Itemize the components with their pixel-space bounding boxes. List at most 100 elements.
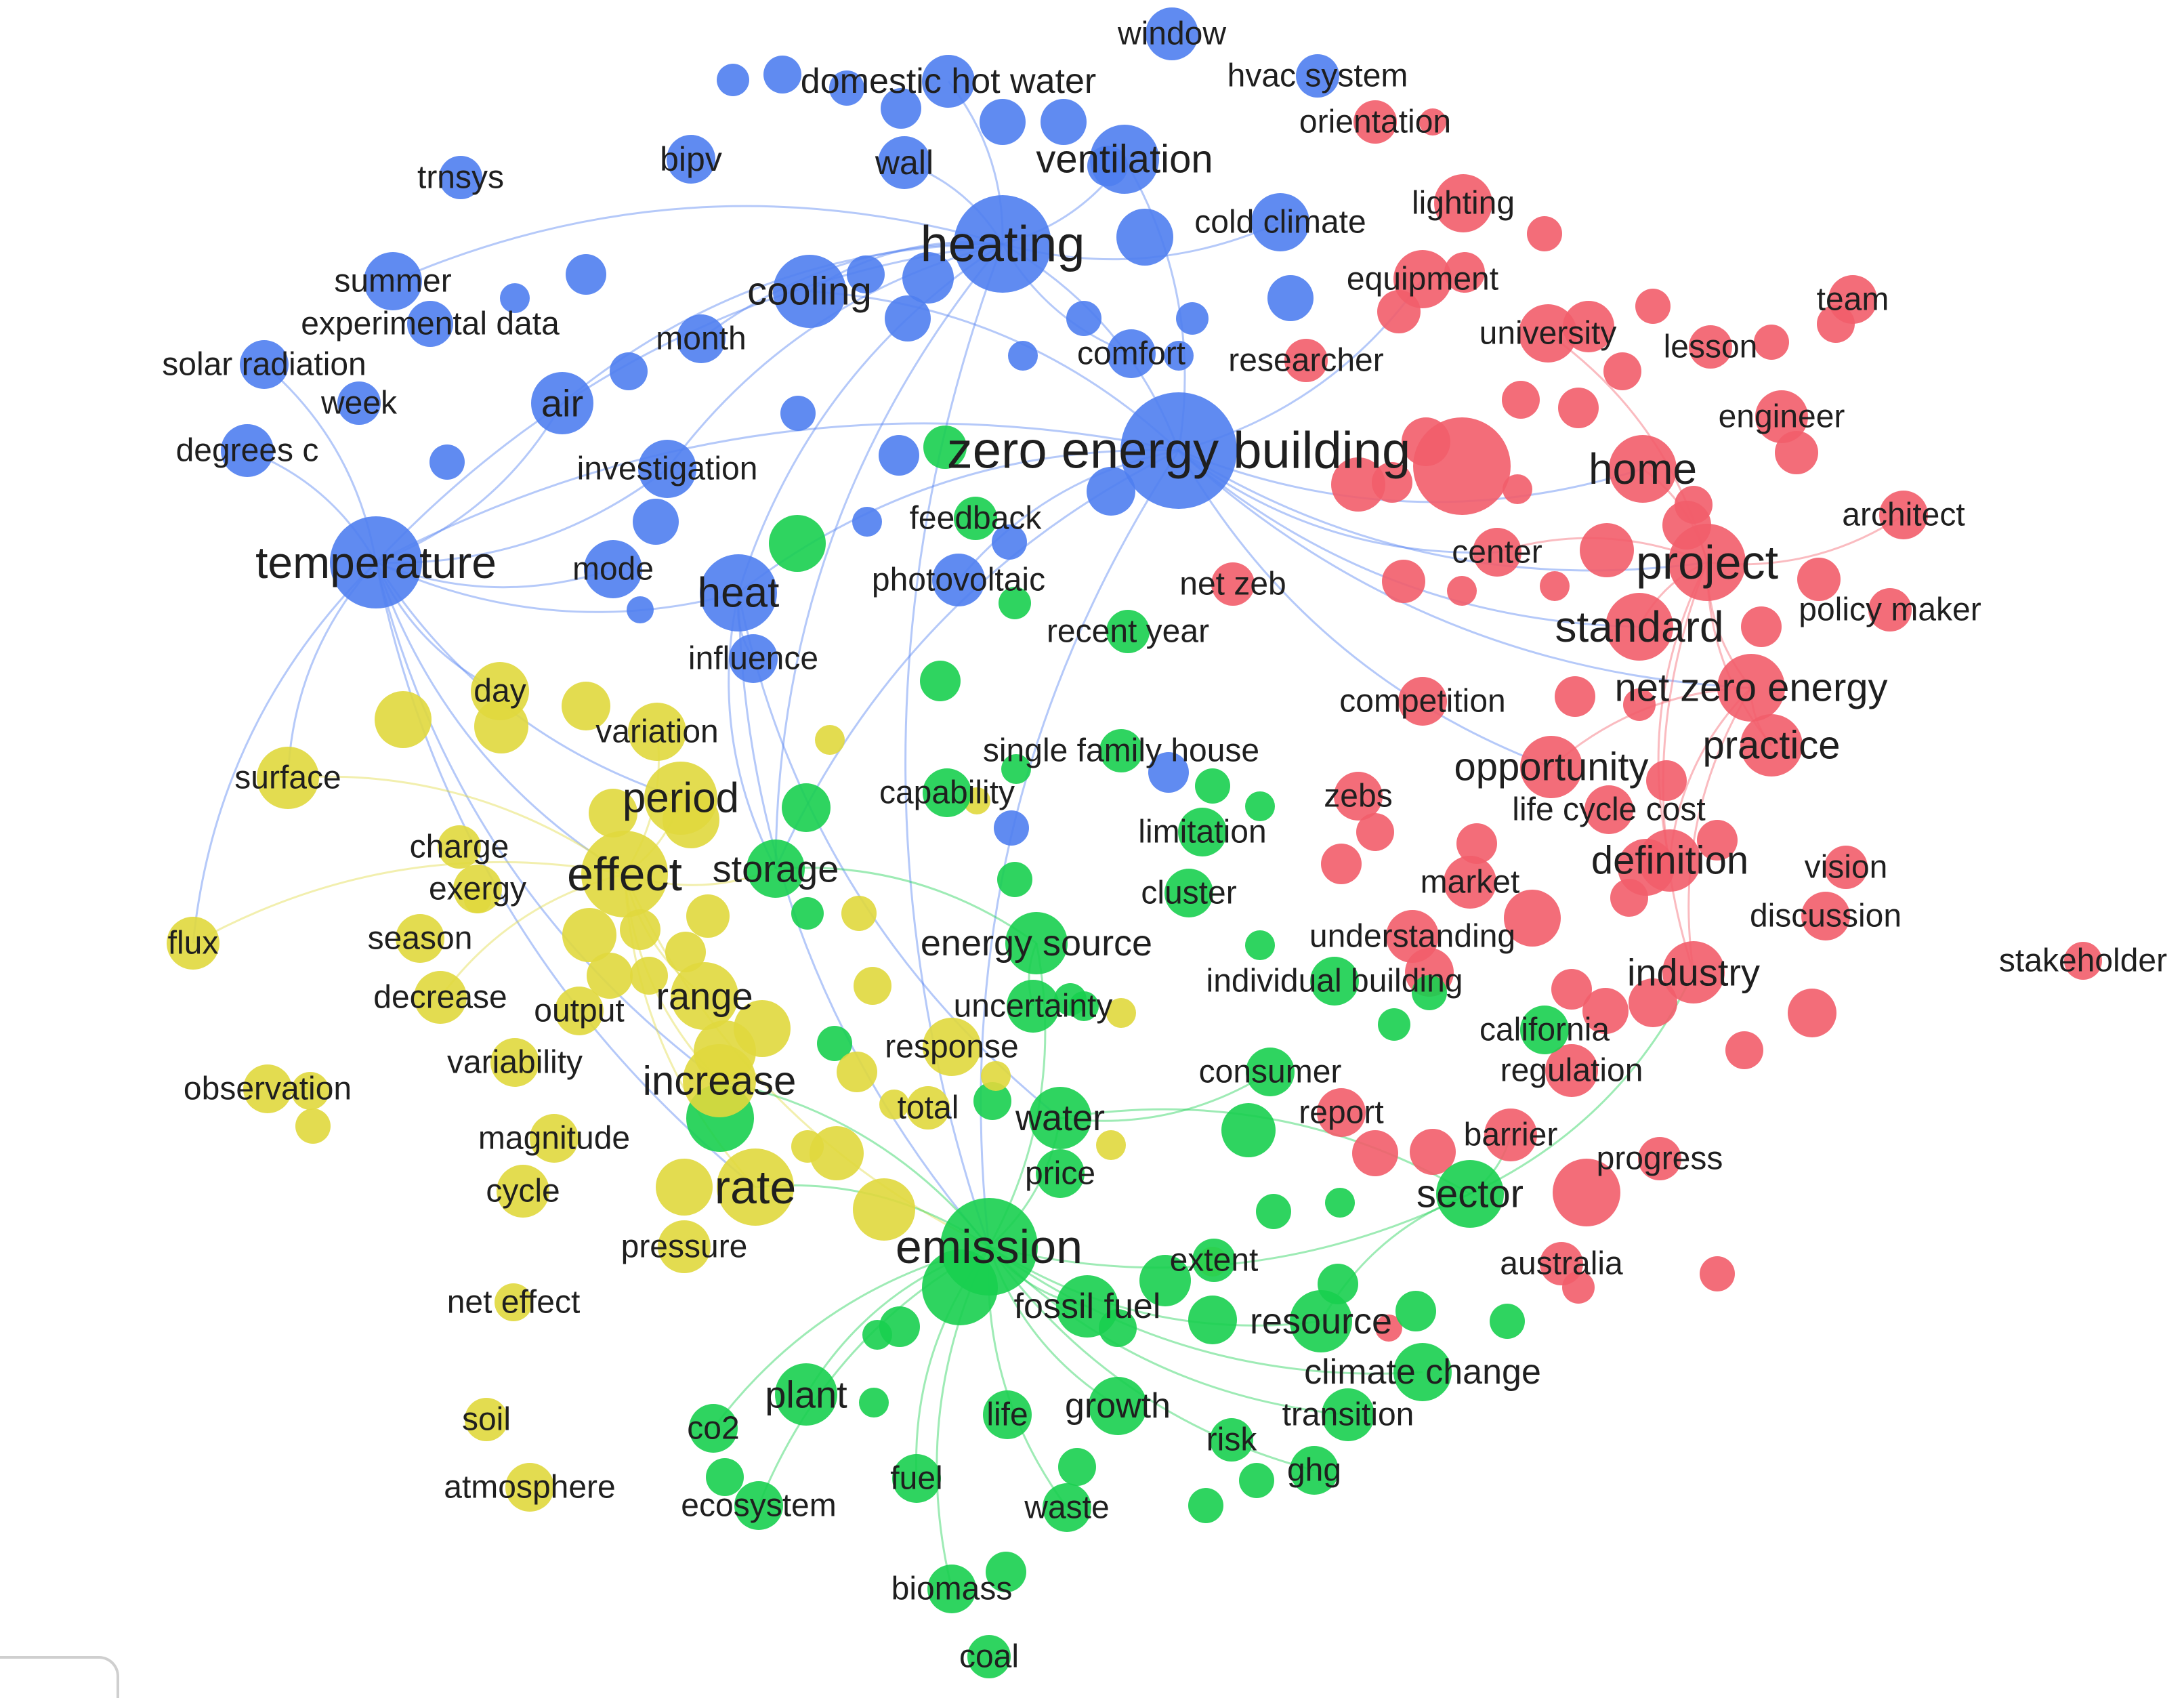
green-minor-node-9[interactable] (791, 897, 824, 930)
node-water[interactable] (1029, 1087, 1091, 1149)
node-magnitude[interactable] (530, 1114, 579, 1163)
red-minor-node-33[interactable] (1321, 844, 1362, 884)
node-individual-building[interactable] (1310, 957, 1359, 1006)
green-minor-node-35[interactable] (986, 1552, 1026, 1592)
yellow-minor-node-12[interactable] (587, 953, 633, 999)
green-minor-node-33[interactable] (1188, 1488, 1223, 1523)
node-flux[interactable] (167, 917, 219, 970)
node-net-zeb[interactable] (1211, 562, 1255, 606)
green-minor-node-24[interactable] (1188, 1296, 1237, 1344)
green-minor-node-4[interactable] (782, 783, 831, 832)
node-center[interactable] (1473, 528, 1521, 577)
blue-minor-node-3[interactable] (829, 70, 864, 106)
green-minor-node-30[interactable] (859, 1388, 889, 1417)
node-architect[interactable] (1879, 491, 1928, 539)
node-regulation[interactable] (1545, 1044, 1598, 1097)
node-co2[interactable] (689, 1404, 738, 1453)
node-trnsys[interactable] (439, 156, 482, 199)
node-mode[interactable] (584, 540, 642, 598)
green-minor-node-0[interactable] (769, 515, 826, 572)
node-day[interactable] (471, 662, 529, 720)
node-equipment[interactable] (1393, 250, 1452, 308)
blue-minor-node-11[interactable] (902, 252, 954, 304)
green-minor-node-10[interactable] (1245, 930, 1275, 960)
blue-minor-node-28[interactable] (780, 396, 816, 431)
red-minor-node-37[interactable] (1629, 978, 1677, 1027)
blue-minor-node-10[interactable] (1066, 301, 1101, 336)
yellow-minor-node-4[interactable] (815, 725, 845, 755)
node-discussion[interactable] (1801, 892, 1850, 940)
node-waste[interactable] (1043, 1483, 1091, 1532)
green-minor-node-3[interactable] (920, 661, 961, 701)
yellow-minor-node-19[interactable] (853, 1178, 915, 1241)
node-soil[interactable] (465, 1398, 508, 1441)
red-minor-node-43[interactable] (1700, 1256, 1735, 1291)
node-biomass[interactable] (927, 1565, 976, 1613)
node-definition[interactable] (1639, 829, 1701, 892)
node-domestic-hot-water[interactable] (922, 55, 975, 108)
yellow-minor-node-8[interactable] (620, 909, 660, 950)
node-season[interactable] (396, 914, 444, 963)
node-energy-source[interactable] (1005, 912, 1068, 974)
node-cycle[interactable] (497, 1165, 549, 1218)
red-minor-node-42[interactable] (1410, 1129, 1456, 1175)
node-variability[interactable] (490, 1038, 539, 1087)
node-heating[interactable] (954, 195, 1051, 293)
node-price[interactable] (1036, 1149, 1085, 1198)
node-summer[interactable] (364, 252, 422, 310)
red-minor-node-38[interactable] (1725, 1031, 1763, 1069)
blue-minor-node-12[interactable] (885, 295, 931, 341)
node-life-cycle-cost[interactable] (1584, 785, 1633, 834)
node-transition[interactable] (1322, 1388, 1374, 1441)
blue-minor-node-17[interactable] (500, 283, 530, 313)
node-california[interactable] (1520, 1006, 1569, 1054)
red-minor-node-14[interactable] (1372, 462, 1412, 503)
green-minor-node-17[interactable] (1221, 1103, 1276, 1157)
node-report[interactable] (1317, 1088, 1366, 1137)
blue-minor-node-8[interactable] (1267, 275, 1314, 321)
green-minor-node-32[interactable] (1058, 1448, 1096, 1486)
node-observation[interactable] (243, 1064, 292, 1113)
node-hvac-system[interactable] (1296, 54, 1339, 98)
corner-tab[interactable] (0, 1656, 119, 1698)
node-coal[interactable] (967, 1635, 1011, 1678)
node-decrease[interactable] (414, 971, 467, 1024)
node-range[interactable] (671, 962, 738, 1030)
node-understanding[interactable] (1386, 910, 1439, 963)
node-progress[interactable] (1638, 1137, 1681, 1180)
node-sector[interactable] (1436, 1160, 1504, 1228)
node-feedback[interactable] (954, 497, 997, 540)
red-minor-node-15[interactable] (1503, 474, 1532, 504)
red-minor-node-23[interactable] (1382, 560, 1425, 603)
red-minor-node-0[interactable] (1419, 108, 1446, 136)
node-rate[interactable] (717, 1148, 794, 1226)
node-zebs[interactable] (1334, 772, 1383, 821)
blue-minor-node-23[interactable] (1087, 467, 1135, 516)
node-university[interactable] (1519, 304, 1577, 363)
yellow-minor-node-22[interactable] (879, 1090, 909, 1119)
node-cooling[interactable] (773, 255, 846, 328)
yellow-minor-node-24[interactable] (1106, 998, 1136, 1028)
node-window[interactable] (1146, 7, 1198, 60)
node-fuel[interactable] (892, 1454, 941, 1503)
node-limitation[interactable] (1178, 808, 1227, 856)
node-period[interactable] (644, 762, 717, 835)
yellow-minor-node-13[interactable] (630, 957, 668, 995)
yellow-minor-node-16[interactable] (837, 1052, 877, 1092)
red-minor-node-35[interactable] (1551, 969, 1592, 1010)
node-total[interactable] (906, 1086, 950, 1130)
blue-minor-node-15[interactable] (1008, 341, 1038, 371)
blue-minor-node-7[interactable] (1116, 209, 1173, 266)
green-minor-node-28[interactable] (1490, 1304, 1525, 1339)
node-climate-change[interactable] (1393, 1343, 1452, 1401)
red-minor-node-10[interactable] (1558, 388, 1599, 428)
green-minor-node-7[interactable] (1245, 791, 1275, 821)
node-temperature[interactable] (330, 516, 422, 608)
yellow-minor-node-7[interactable] (562, 908, 616, 962)
node-team[interactable] (1828, 275, 1877, 324)
yellow-minor-node-23[interactable] (1096, 1130, 1126, 1160)
yellow-minor-node-10[interactable] (841, 896, 877, 931)
node-plant[interactable] (775, 1363, 837, 1426)
node-variation[interactable] (628, 703, 686, 761)
node-exergy[interactable] (453, 865, 502, 913)
